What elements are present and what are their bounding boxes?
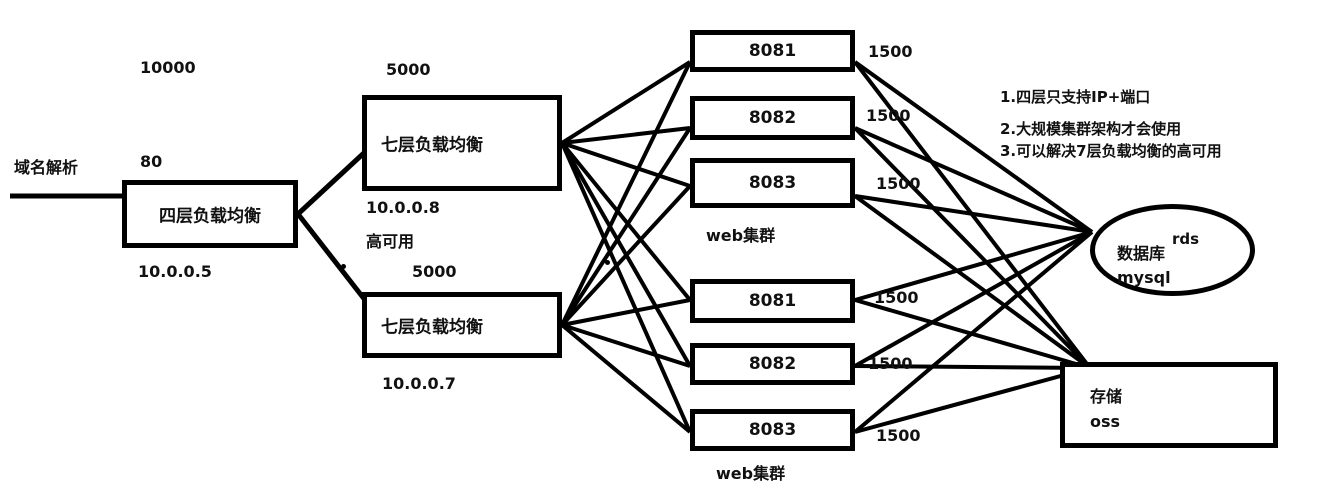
wire-web-l1-storage bbox=[854, 298, 1091, 370]
wire-web-u2-db bbox=[854, 126, 1093, 234]
wire-web-l3-storage bbox=[854, 366, 1091, 434]
wire-web-u1-db bbox=[853, 60, 1094, 234]
database-product: rds bbox=[1172, 230, 1200, 248]
wire-web-u2-storage bbox=[853, 126, 1092, 370]
junction-dot-left bbox=[341, 264, 346, 269]
web-node-lower-8082[interactable]: 8082 bbox=[690, 343, 855, 385]
l7-1-ip: 10.0.0.8 bbox=[366, 198, 440, 217]
junction-dot-mid bbox=[605, 260, 610, 265]
web-node-lower-8083-capacity: 1500 bbox=[876, 426, 921, 445]
l4-title: 四层负载均衡 bbox=[159, 206, 261, 227]
database-node[interactable] bbox=[1090, 204, 1255, 296]
wire-l7-1-web-u3 bbox=[561, 141, 691, 188]
storage-node[interactable] bbox=[1060, 362, 1278, 448]
wire-l7-1-web-u1 bbox=[560, 60, 692, 145]
web-node-lower-8081-capacity: 1500 bbox=[874, 288, 919, 307]
web-node-upper-8083[interactable]: 8083 bbox=[690, 158, 855, 208]
note-2: 2.大规模集群架构才会使用 bbox=[1000, 120, 1182, 138]
wire-l7-2-web-u1 bbox=[560, 61, 692, 326]
note-1: 1.四层只支持IP+端口 bbox=[1000, 88, 1151, 106]
wire-l4-to-l7-1 bbox=[296, 150, 367, 216]
wire-l7-2-web-l1 bbox=[561, 298, 691, 327]
l7-2-ip: 10.0.0.7 bbox=[382, 374, 456, 393]
l7-1-capacity: 5000 bbox=[386, 60, 431, 79]
web-node-upper-8083-port: 8083 bbox=[748, 173, 797, 193]
entry-label: 域名解析 bbox=[14, 158, 79, 177]
web-node-lower-8081-port: 8081 bbox=[748, 291, 797, 311]
wire-web-l3-db bbox=[853, 230, 1094, 434]
l7-load-balancer-1[interactable]: 七层负载均衡 bbox=[362, 95, 562, 191]
l7-load-balancer-2[interactable]: 七层负载均衡 bbox=[362, 292, 562, 358]
storage-product: oss bbox=[1090, 412, 1121, 431]
l4-port: 80 bbox=[140, 152, 163, 171]
web-cluster-lower-caption: web集群 bbox=[716, 464, 786, 483]
web-node-upper-8083-capacity: 1500 bbox=[876, 174, 921, 193]
wire-l7-2-web-l2 bbox=[561, 323, 691, 368]
web-node-lower-8082-port: 8082 bbox=[748, 354, 797, 374]
l7-1-title: 七层负载均衡 bbox=[381, 135, 483, 156]
entry-capacity: 10000 bbox=[140, 58, 196, 77]
web-node-upper-8082[interactable]: 8082 bbox=[690, 96, 855, 140]
l4-ip: 10.0.0.5 bbox=[138, 262, 212, 281]
wire-l7-2-web-u3 bbox=[560, 184, 692, 327]
wire-l7-1-web-u2 bbox=[561, 126, 691, 145]
wire-web-u1-storage bbox=[853, 60, 1092, 370]
wire-web-l2-storage bbox=[854, 364, 1091, 370]
database-label: 数据库 bbox=[1117, 244, 1166, 263]
web-cluster-upper-caption: web集群 bbox=[706, 226, 776, 245]
wire-web-l2-db bbox=[854, 230, 1093, 368]
web-node-upper-8081[interactable]: 8081 bbox=[690, 30, 855, 72]
wire-l7-2-web-l3 bbox=[560, 323, 692, 434]
note-3: 3.可以解决7层负载均衡的高可用 bbox=[1000, 142, 1222, 160]
l7-2-capacity: 5000 bbox=[412, 262, 457, 281]
l7-1-ha: 高可用 bbox=[366, 232, 415, 251]
web-node-upper-8082-capacity: 1500 bbox=[866, 106, 911, 125]
web-node-lower-8083-port: 8083 bbox=[748, 420, 797, 440]
web-node-upper-8082-port: 8082 bbox=[748, 108, 797, 128]
wire-l4-to-l7-2 bbox=[296, 212, 367, 302]
wire-web-l1-db bbox=[854, 230, 1093, 302]
l7-2-title: 七层负载均衡 bbox=[381, 317, 483, 338]
web-node-upper-8081-capacity: 1500 bbox=[868, 42, 913, 61]
l4-load-balancer[interactable]: 四层负载均衡 bbox=[122, 180, 298, 248]
web-node-lower-8083[interactable]: 8083 bbox=[690, 409, 855, 451]
database-engine: mysql bbox=[1117, 268, 1171, 287]
web-node-lower-8082-capacity: 1500 bbox=[868, 354, 913, 373]
wire-l7-1-web-l1 bbox=[560, 141, 692, 302]
wire-l7-2-web-u2 bbox=[560, 126, 692, 327]
web-node-upper-8081-port: 8081 bbox=[748, 41, 797, 61]
web-node-lower-8081[interactable]: 8081 bbox=[690, 279, 855, 323]
wire-web-u3-storage bbox=[853, 194, 1092, 370]
wire-l7-1-web-l3 bbox=[560, 142, 692, 433]
storage-label: 存储 bbox=[1090, 387, 1123, 406]
